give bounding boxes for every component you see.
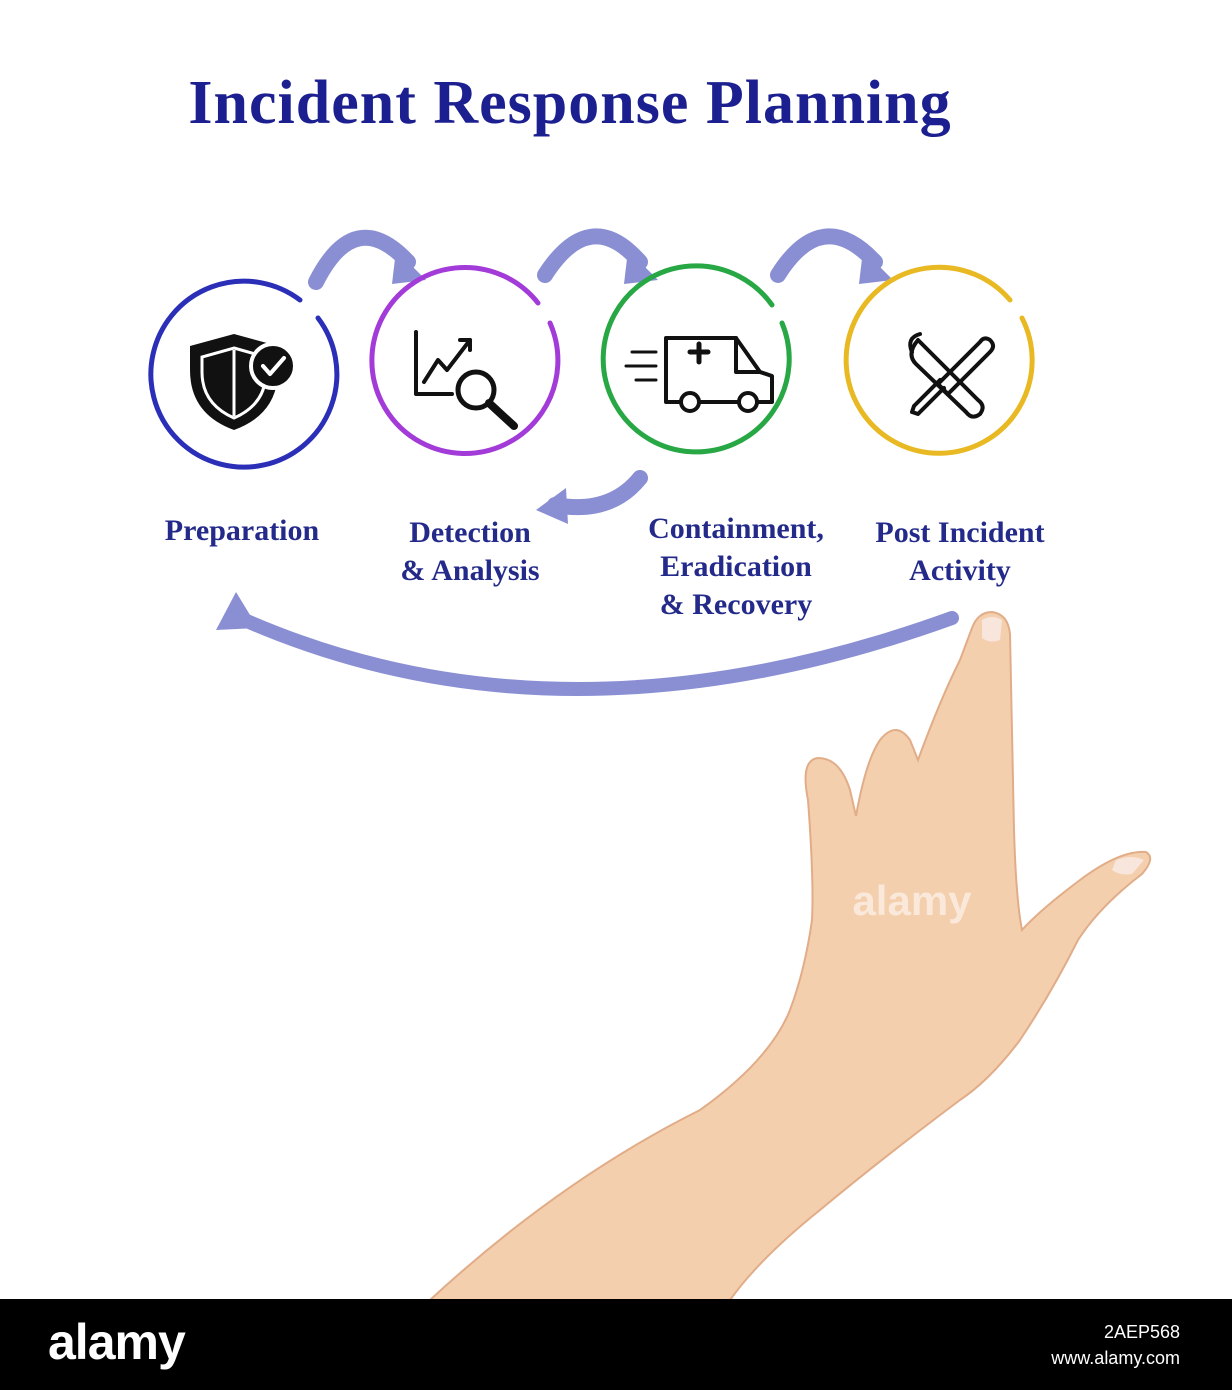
chart-magnifier-icon	[414, 330, 518, 430]
step-label-line: Preparation	[164, 514, 320, 547]
step-label-detection: Detection & Analysis	[350, 514, 590, 590]
step-label-preparation: Preparation	[122, 512, 362, 550]
shield-check-icon	[190, 334, 297, 430]
step-label-line: Activity	[909, 554, 1011, 587]
ring-detection	[369, 265, 561, 456]
step-label-line: Eradication	[660, 550, 812, 583]
wrench-screwdriver-icon	[908, 332, 995, 419]
arrow-containment-to-post-incident	[770, 228, 883, 283]
step-label-line: & Recovery	[659, 588, 813, 621]
step-label-post-incident: Post Incident Activity	[840, 514, 1080, 590]
arrowhead	[859, 250, 893, 284]
arrow-heads	[216, 250, 893, 630]
watermark-text: alamy	[852, 877, 972, 924]
ring-containment	[600, 263, 792, 455]
arrow-post-incident-to-preparation	[233, 611, 959, 696]
footer-url: www.alamy.com	[1051, 1348, 1180, 1368]
step-label-line: Detection	[409, 516, 531, 549]
ambulance-icon	[624, 336, 774, 413]
footer-image-info: 2AEP568 www.alamy.com	[1051, 1319, 1180, 1371]
arrowhead	[536, 488, 568, 524]
footer-bar: alamy 2AEP568 www.alamy.com	[0, 1299, 1232, 1390]
arrowhead	[216, 592, 258, 630]
ring-preparation	[148, 278, 340, 470]
footer-logo: alamy	[48, 1314, 186, 1370]
pointing-hand	[427, 610, 1152, 1301]
step-label-line: Containment,	[648, 512, 824, 545]
page-title: Incident Response Planning	[188, 69, 952, 137]
step-label-containment: Containment, Eradication & Recovery	[616, 510, 856, 624]
arrowhead	[392, 250, 426, 284]
arrow-containment-to-detection	[547, 470, 648, 516]
footer-image-id: 2AEP568	[1103, 1322, 1180, 1342]
arrowhead	[624, 250, 658, 284]
step-label-line: & Analysis	[400, 554, 540, 587]
step-circles	[148, 263, 1035, 470]
ring-post-incident	[843, 264, 1035, 456]
step-label-line: Post Incident	[875, 516, 1045, 549]
